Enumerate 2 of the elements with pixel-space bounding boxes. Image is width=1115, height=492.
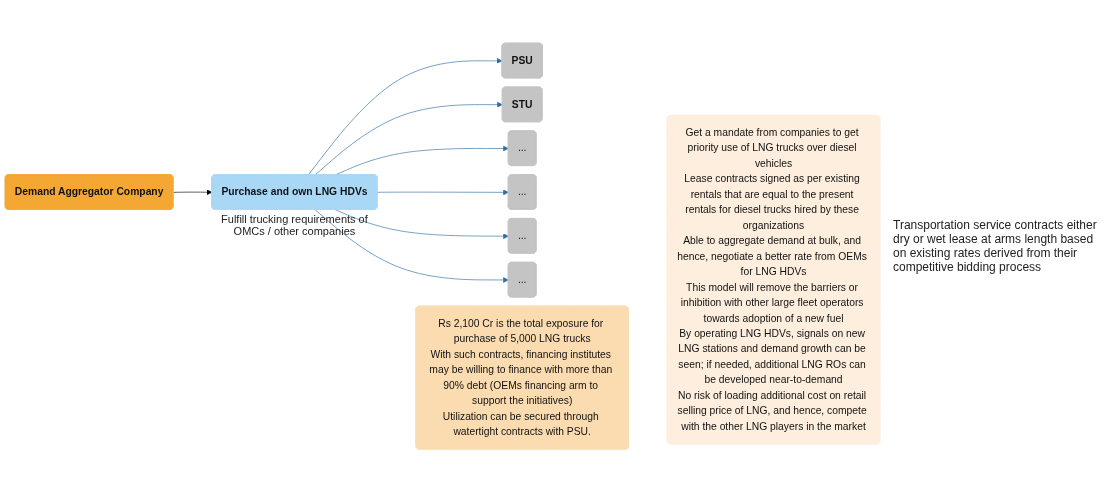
node-caption: Fulfill trucking requirements of OMCs / other companies <box>220 213 369 238</box>
note-text: Transportation service contracts either dry or wet lease at arms length based on existing rates derived from their competitive bidding process <box>893 218 1098 274</box>
